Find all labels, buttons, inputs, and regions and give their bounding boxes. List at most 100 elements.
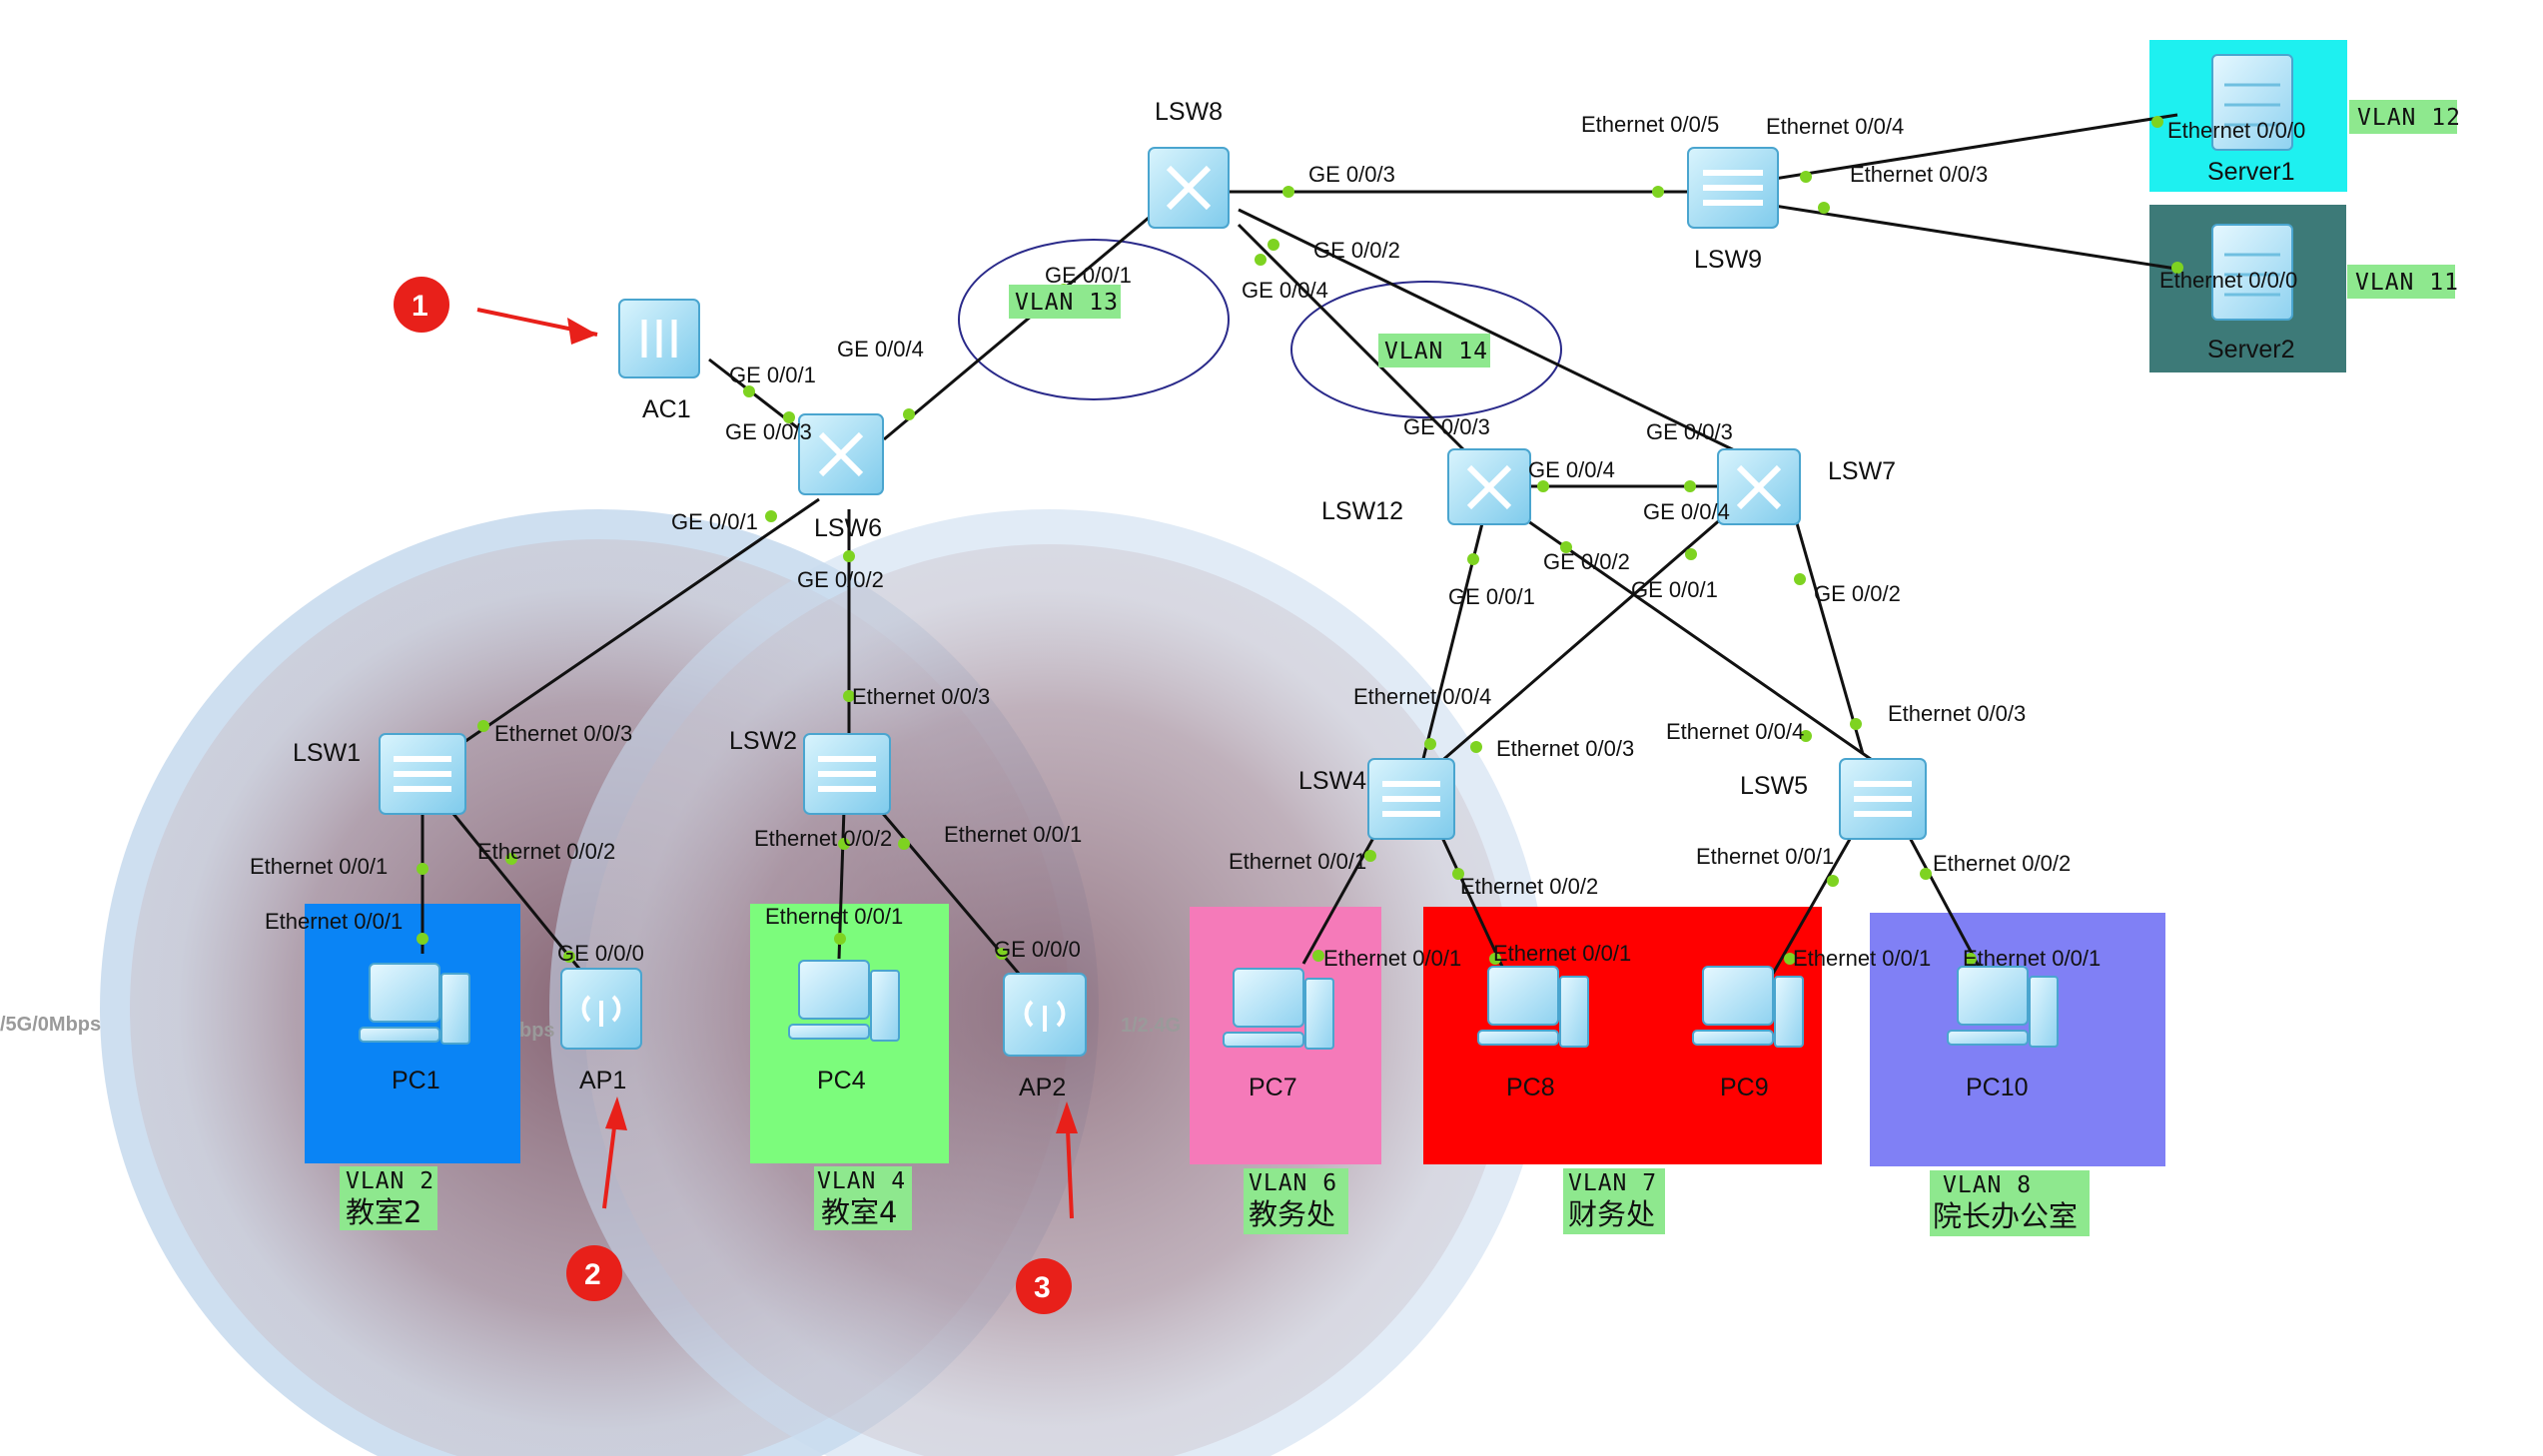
svg-text:VLAN 14: VLAN 14: [1384, 339, 1488, 364]
port-label: Ethernet 0/0/1: [1696, 844, 1834, 869]
port-label: GE 0/0/4: [837, 337, 924, 362]
port-label: Ethernet 0/0/2: [1933, 851, 2071, 876]
ap2-label: AP2: [1019, 1074, 1066, 1101]
pc7-computer-icon[interactable]: [1223, 968, 1334, 1050]
svg-text:3: 3: [1034, 1271, 1051, 1304]
pc10-computer-icon[interactable]: [1947, 966, 2059, 1048]
port-label: Ethernet 0/0/5: [1581, 112, 1719, 137]
port-label: GE 0/0/3: [1403, 414, 1490, 439]
port-label: Ethernet 0/0/3: [1850, 162, 1988, 187]
lsw1-label: LSW1: [293, 739, 361, 767]
port-label: Ethernet 0/0/3: [494, 721, 632, 746]
port-label: Ethernet 0/0/1: [765, 904, 903, 929]
port-label: GE 0/0/2: [1814, 581, 1901, 606]
vlan8-tag: VLAN 8 院长办公室: [1930, 1170, 2090, 1236]
port-label: Ethernet 0/0/1: [265, 909, 403, 934]
port-label: GE 0/0/0: [994, 937, 1081, 962]
lsw9-switch-icon[interactable]: [1687, 147, 1779, 229]
ac1-label: AC1: [642, 395, 691, 423]
port-label: Ethernet 0/0/1: [1963, 946, 2101, 971]
ap1-wlan-label-left: /5G/0Mbps: [0, 1014, 101, 1036]
lsw8-switch-icon[interactable]: [1148, 147, 1230, 229]
lsw1-switch-icon[interactable]: [379, 733, 466, 815]
svg-text:VLAN 7: VLAN 7: [1568, 1170, 1657, 1196]
ap2-wlan-label-right: 1/2.4G: [1121, 1015, 1181, 1037]
vlan13-tag: VLAN 13: [1009, 285, 1121, 319]
port-label: Ethernet 0/0/1: [944, 822, 1082, 847]
port-label: GE 0/0/3: [1308, 162, 1395, 187]
pc10-label: PC10: [1966, 1074, 2029, 1101]
room-label-8: 院长办公室: [1933, 1199, 2078, 1233]
lsw5-label: LSW5: [1740, 772, 1808, 800]
svg-text:1: 1: [412, 290, 428, 323]
port-label: Ethernet 0/0/1: [1493, 941, 1631, 966]
ap2-access-point-icon[interactable]: [1003, 973, 1087, 1057]
links: [421, 113, 2183, 975]
port-label: GE 0/0/1: [1045, 263, 1132, 288]
vlan11-tag: VLAN 11: [2347, 265, 2459, 299]
pc9-computer-icon[interactable]: [1692, 966, 1804, 1048]
server1-icon[interactable]: [2211, 54, 2293, 151]
vlan7-tag: VLAN 7 财务处: [1563, 1168, 1665, 1234]
server2-icon[interactable]: [2211, 224, 2293, 321]
port-label: Ethernet 0/0/2: [1460, 874, 1598, 899]
annotation-marker-1: 1: [394, 277, 598, 345]
pc8-computer-icon[interactable]: [1477, 966, 1589, 1048]
ac1-controller-icon[interactable]: [618, 299, 700, 378]
svg-text:VLAN 8: VLAN 8: [1943, 1172, 2032, 1198]
vlan14-tag: VLAN 14: [1378, 334, 1490, 367]
port-label: GE 0/0/4: [1643, 499, 1730, 524]
lsw6-switch-icon[interactable]: [798, 413, 884, 495]
svg-text:VLAN 2: VLAN 2: [346, 1168, 434, 1194]
ap1-label: AP1: [579, 1067, 626, 1094]
port-label: Ethernet 0/0/3: [852, 684, 990, 709]
port-label: GE 0/0/1: [671, 509, 758, 534]
port-label: Ethernet 0/0/3: [1496, 736, 1634, 761]
pc9-label: PC9: [1720, 1074, 1769, 1101]
port-label: Ethernet 0/0/4: [1666, 719, 1804, 744]
vlan2-tag: VLAN 2 教室2: [340, 1166, 437, 1230]
pc7-label: PC7: [1249, 1074, 1297, 1101]
port-label: GE 0/0/1: [729, 363, 816, 387]
pc4-computer-icon[interactable]: [788, 960, 900, 1042]
svg-text:VLAN 11: VLAN 11: [2355, 270, 2459, 296]
port-label: GE 0/0/0: [557, 941, 644, 966]
lsw4-label: LSW4: [1298, 767, 1366, 795]
port-label: Ethernet 0/0/0: [2159, 268, 2297, 293]
lsw5-switch-icon[interactable]: [1839, 758, 1927, 840]
port-label: GE 0/0/3: [1646, 419, 1733, 444]
annotation-marker-3: 3: [1016, 1101, 1078, 1314]
room-label-2: 教室2: [346, 1195, 422, 1229]
lsw2-switch-icon[interactable]: [803, 733, 891, 815]
lsw7-switch-icon[interactable]: [1717, 448, 1801, 525]
port-dots: [417, 116, 2183, 965]
svg-text:VLAN 6: VLAN 6: [1249, 1170, 1337, 1196]
port-label: Ethernet 0/0/1: [1793, 946, 1931, 971]
pc1-label: PC1: [392, 1067, 440, 1094]
pc4-label: PC4: [817, 1067, 866, 1094]
port-label: GE 0/0/1: [1448, 584, 1535, 609]
vlan13-ellipse: [958, 239, 1230, 400]
ap1-access-point-icon[interactable]: [560, 968, 642, 1050]
lsw2-label: LSW2: [729, 727, 797, 755]
port-label: Ethernet 0/0/2: [754, 826, 892, 851]
port-label: GE 0/0/4: [1242, 278, 1328, 303]
lsw12-switch-icon[interactable]: [1447, 448, 1531, 525]
port-label: Ethernet 0/0/2: [477, 839, 615, 864]
port-label: Ethernet 0/0/4: [1766, 114, 1904, 139]
port-label: GE 0/0/2: [1313, 238, 1400, 263]
port-label: Ethernet 0/0/4: [1353, 684, 1491, 709]
lsw4-switch-icon[interactable]: [1367, 758, 1455, 840]
svg-text:VLAN 12: VLAN 12: [2357, 105, 2461, 131]
pc1-computer-icon[interactable]: [359, 963, 470, 1045]
vlan12-tag: VLAN 12: [2349, 100, 2461, 134]
svg-text:VLAN 4: VLAN 4: [817, 1168, 906, 1194]
port-label: Ethernet 0/0/1: [250, 854, 388, 879]
port-label: Ethernet 0/0/1: [1229, 849, 1366, 874]
port-label: GE 0/0/4: [1528, 457, 1615, 482]
port-label: GE 0/0/3: [725, 419, 812, 444]
ap1-wlan-label-right: bps: [519, 1020, 555, 1042]
port-labels: GE 0/0/3 GE 0/0/2 GE 0/0/1 GE 0/0/4 Ethe…: [250, 112, 2305, 971]
server1-label: Server1: [2207, 158, 2295, 186]
